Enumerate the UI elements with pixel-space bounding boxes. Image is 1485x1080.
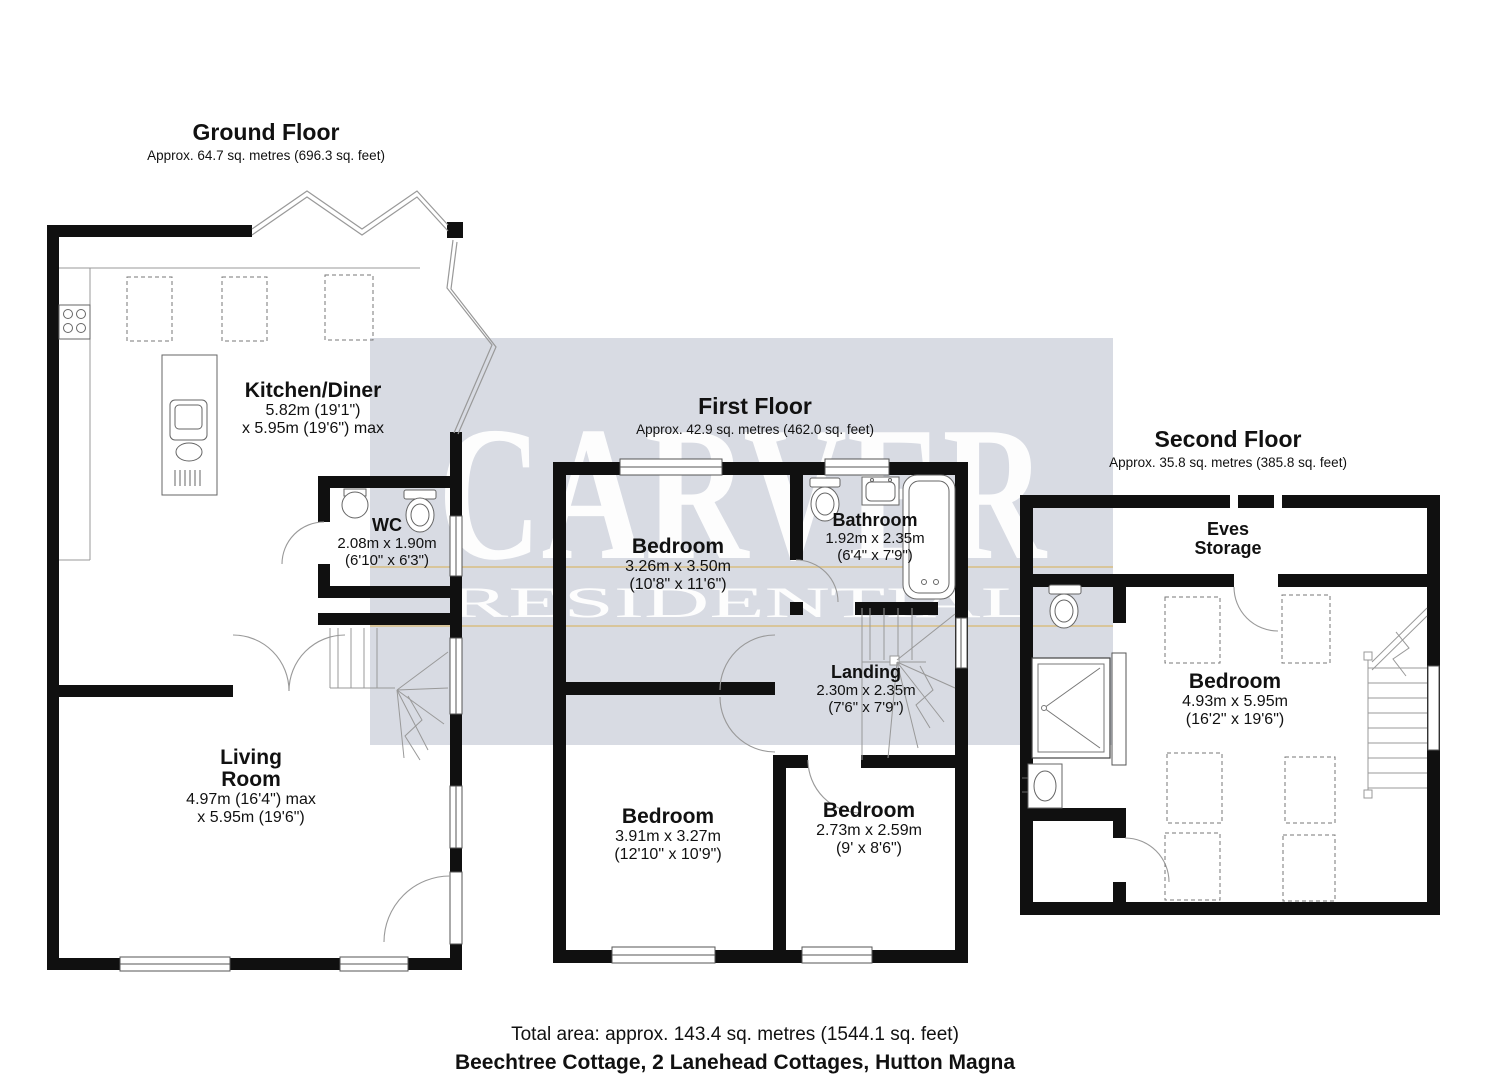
living-dim1: 4.97m (16'4") max [186,791,316,809]
closet-door-arc [1124,837,1170,883]
bedroom1-dim2: (10'8" x 11'6") [629,576,727,594]
ground-floor-plan [47,190,497,972]
ground-floor-header: Ground Floor Approx. 64.7 sq. metres (69… [147,120,385,163]
double-door-arc-right [288,634,346,692]
hob-icon [58,304,91,340]
watermark-panel [370,338,1113,745]
bedroom1-dim1: 3.26m x 3.50m [625,558,731,576]
bedroom1-door-arc [719,634,776,691]
bedroom3-name: Bedroom [822,799,916,822]
total-area-text: Total area: approx. 143.4 sq. metres (15… [511,1024,959,1045]
second-floor-eaves-outlines [1164,594,1336,902]
living-name-line1: Living [220,746,282,769]
bedroom2-dim2: (12'10" x 10'9") [614,846,722,864]
second-floor-title: Second Floor [1154,426,1302,452]
second-floor-header: Second Floor Approx. 35.8 sq. metres (38… [1109,427,1347,470]
glazed-roof-zigzag [251,190,497,435]
bedroom3-dim1: 2.73m x 2.59m [816,822,922,840]
bathroom-door-arc [795,559,839,603]
bathroom-name: Bathroom [832,510,918,530]
bath-icon [902,474,956,600]
room-label-bedroom3: Bedroom 2.73m x 2.59m (9' x 8'6") [816,799,922,859]
kitchen-dim1: 5.82m (19'1") [265,402,361,420]
ground-floor-walls [47,222,463,970]
eves-name-line1: Eves [1206,519,1250,539]
second-floor-area: Approx. 35.8 sq. metres (385.8 sq. feet) [1109,455,1347,471]
kitchen-island-sink-icon [161,354,218,496]
landing-dim2: (7'6" x 7'9") [828,699,904,717]
room-label-wc: WC 2.08m x 1.90m (6'10" x 6'3") [337,515,437,570]
bedroom3-door-arc [807,759,862,814]
bedroom3-dim2: (9' x 8'6") [835,840,903,858]
kitchen-rooflight-outlines [126,274,374,342]
first-floor-area: Approx. 42.9 sq. metres (462.0 sq. feet) [636,422,874,438]
room-label-eves-storage: Eves Storage [1194,520,1261,558]
wc-dim2: (6'10" x 6'3") [345,552,429,570]
stair-handrail [1427,665,1440,751]
second-floor-basin-icon [1022,763,1063,809]
bathroom-toilet-icon [809,477,841,522]
wc-dim1: 2.08m x 1.90m [337,534,437,552]
bathroom-dim2: (6'4" x 7'9") [837,547,913,565]
entry-door-leaf [449,871,463,945]
room-label-living-room: Living Room 4.97m (16'4") max x 5.95m (1… [186,746,316,828]
second-floor-door-arcs [1124,586,1279,883]
sf-bedroom-dim1: 4.93m x 5.95m [1182,693,1288,711]
plan-footer: Total area: approx. 143.4 sq. metres (15… [455,1024,1015,1075]
sf-bedroom-dim2: (16'2" x 19'6") [1185,711,1285,729]
living-dim2: x 5.95m (19'6") [197,809,305,827]
room-label-bedroom1: Bedroom 3.26m x 3.50m (10'8" x 11'6") [625,535,731,595]
address-text: Beechtree Cottage, 2 Lanehead Cottages, … [454,1051,1016,1074]
living-name-line2: Room [221,768,281,792]
ground-floor-door-arcs [232,521,451,943]
bedroom1-name: Bedroom [631,535,725,558]
eves-door-arc [1233,586,1279,632]
ground-floor-stairs-icon [329,628,449,761]
landing-dim1: 2.30m x 2.35m [816,681,916,699]
wc-name: WC [372,515,402,535]
bedroom2-dim1: 3.91m x 3.27m [615,828,721,846]
first-floor-door-arcs [719,559,862,814]
kitchen-dim2: x 5.95m (19'6") max [241,420,385,438]
double-door-arc-left [232,634,290,692]
second-floor-plan [1020,495,1440,915]
ground-floor-area: Approx. 64.7 sq. metres (696.3 sq. feet) [147,148,385,164]
bedroom2-name: Bedroom [621,805,715,828]
ground-floor-windows [119,515,463,972]
kitchen-name: Kitchen/Diner [244,379,382,402]
room-label-bathroom: Bathroom 1.92m x 2.35m (6'4" x 7'9") [825,510,925,565]
room-label-kitchen: Kitchen/Diner 5.82m (19'1") x 5.95m (19'… [241,379,385,439]
ground-floor-title: Ground Floor [192,119,340,145]
second-floor-partitions [1111,495,1440,766]
room-label-bedroom2: Bedroom 3.91m x 3.27m (12'10" x 10'9") [614,805,722,865]
entry-door-arc [383,875,451,943]
shower-icon [1031,657,1111,759]
room-label-landing: Landing 2.30m x 2.35m (7'6" x 7'9") [816,662,916,717]
second-floor-stairs-icon [1363,607,1428,799]
bathroom-dim1: 1.92m x 2.35m [825,529,925,547]
shower-screen [1111,652,1127,766]
second-floor-toilet-icon [1048,584,1082,629]
bedroom2-door-arc [719,696,776,753]
bathroom-sink-icon [861,476,900,506]
landing-name: Landing [831,662,901,682]
wc-toilet-icon [403,489,437,533]
first-floor-windows [611,458,968,964]
first-floor-header: First Floor Approx. 42.9 sq. metres (462… [636,394,874,437]
sf-bedroom-name: Bedroom [1188,670,1282,693]
eves-name-line2: Storage [1194,537,1262,558]
room-label-second-floor-bedroom: Bedroom 4.93m x 5.95m (16'2" x 19'6") [1182,670,1288,730]
wc-door-arc [281,521,325,565]
first-floor-stairs-icon [861,608,956,760]
first-floor-title: First Floor [698,393,812,419]
first-floor-plan [553,458,968,964]
wc-sink-icon [341,488,369,519]
